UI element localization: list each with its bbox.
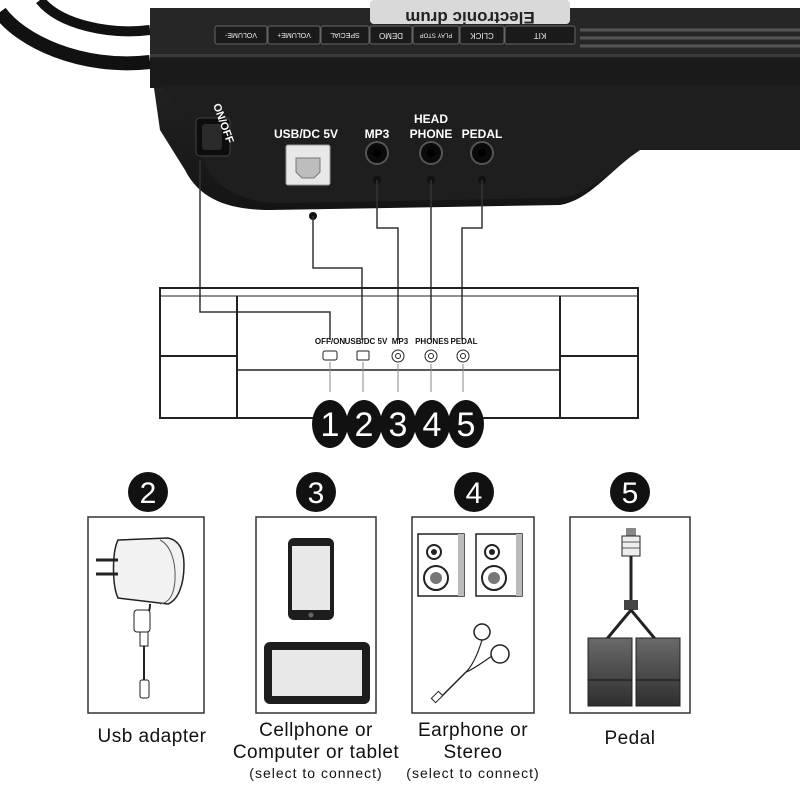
caption-line: Computer or tablet bbox=[232, 742, 400, 763]
svg-text:4: 4 bbox=[423, 406, 442, 444]
caption-pedal: Pedal bbox=[570, 728, 690, 750]
caption-line: Pedal bbox=[604, 728, 656, 749]
button-label: KIT bbox=[534, 31, 547, 40]
button-label: CLICK bbox=[470, 31, 494, 40]
headphone-port-label-line2: PHONE bbox=[410, 127, 453, 141]
accessory-badge-2: 2 bbox=[128, 472, 168, 512]
number-badge-1: 1 bbox=[312, 400, 348, 448]
caption-earphone-stereo: Earphone or Stereo (select to connect) bbox=[388, 720, 558, 782]
svg-text:2: 2 bbox=[140, 477, 157, 510]
svg-text:3: 3 bbox=[308, 477, 325, 510]
headphone-port-label-line1: HEAD bbox=[414, 112, 448, 126]
mp3-jack[interactable] bbox=[365, 141, 389, 165]
click-button[interactable]: CLICK bbox=[459, 25, 505, 45]
number-badge-2: 2 bbox=[346, 400, 382, 448]
special-button[interactable]: SPECIAL bbox=[320, 25, 370, 45]
panel-labels: OFF/ON USB/DC 5V MP3 PHONES PEDAL bbox=[315, 337, 478, 346]
svg-text:5: 5 bbox=[457, 406, 476, 444]
play-stop-button[interactable]: PLAY STOP bbox=[412, 25, 460, 45]
usb-adapter-icon bbox=[96, 537, 185, 699]
button-label: VOLUME- bbox=[224, 31, 257, 38]
number-badge-3: 3 bbox=[380, 400, 416, 448]
cellphone-icon bbox=[288, 538, 334, 620]
power-switch[interactable] bbox=[195, 117, 231, 157]
svg-text:5: 5 bbox=[622, 477, 639, 510]
number-badge-5: 5 bbox=[448, 400, 484, 448]
caption-line: Stereo bbox=[443, 742, 503, 763]
demo-button[interactable]: DEMO bbox=[369, 25, 413, 45]
caption-note: (select to connect) bbox=[406, 765, 540, 781]
svg-text:2: 2 bbox=[355, 406, 374, 444]
accessory-badge-3: 3 bbox=[296, 472, 336, 512]
kit-button[interactable]: KIT bbox=[504, 25, 576, 45]
brand-text: Electronic drum bbox=[405, 8, 534, 27]
panel-label-pedal: PEDAL bbox=[450, 337, 477, 346]
accessory-badge-4: 4 bbox=[454, 472, 494, 512]
panel-label-switch: OFF/ON bbox=[315, 337, 345, 346]
drum-device: Electronic drum VOLUME- VOLUME+ SPECIAL … bbox=[0, 0, 800, 220]
svg-text:1: 1 bbox=[321, 406, 340, 444]
caption-usb-adapter: Usb adapter bbox=[72, 726, 232, 748]
svg-text:4: 4 bbox=[466, 477, 483, 510]
speaker-right-icon bbox=[475, 533, 523, 597]
button-row: VOLUME- VOLUME+ SPECIAL DEMO PLAY STOP C… bbox=[214, 25, 576, 45]
pedal-icon bbox=[587, 528, 681, 707]
caption-line: Earphone or bbox=[417, 720, 529, 741]
usb-port[interactable] bbox=[285, 144, 331, 186]
usb-port-label: USB/DC 5V bbox=[274, 127, 338, 141]
speaker-grille bbox=[580, 28, 800, 48]
caption-note: (select to connect) bbox=[249, 765, 383, 781]
button-label: SPECIAL bbox=[330, 31, 360, 38]
number-badge-4: 4 bbox=[414, 400, 450, 448]
volume-minus-button[interactable]: VOLUME- bbox=[214, 25, 268, 45]
button-label: DEMO bbox=[379, 31, 403, 40]
panel-label-phones: PHONES bbox=[415, 337, 449, 346]
accessory-badge-5: 5 bbox=[610, 472, 650, 512]
caption-line: Usb adapter bbox=[97, 726, 207, 747]
pedal-port-label: PEDAL bbox=[462, 127, 503, 141]
button-label: PLAY STOP bbox=[420, 31, 453, 37]
headphone-jack[interactable] bbox=[419, 141, 443, 165]
connector-lines bbox=[199, 160, 483, 340]
button-label: VOLUME+ bbox=[277, 31, 311, 38]
earphone-icon bbox=[430, 623, 510, 704]
caption-line: Cellphone or bbox=[259, 720, 373, 741]
accessory-boxes bbox=[87, 516, 691, 714]
panel-switch-icon bbox=[322, 350, 338, 361]
panel-label-usb: USB/DC 5V bbox=[345, 337, 388, 346]
volume-plus-button[interactable]: VOLUME+ bbox=[267, 25, 321, 45]
tablet-icon bbox=[264, 642, 370, 704]
panel-number-badges: 1 2 3 4 5 bbox=[312, 400, 484, 448]
panel-label-mp3: MP3 bbox=[392, 337, 409, 346]
svg-text:3: 3 bbox=[389, 406, 408, 444]
speaker-left-icon bbox=[417, 533, 465, 597]
mp3-port-label: MP3 bbox=[365, 127, 390, 141]
pedal-jack[interactable] bbox=[470, 141, 494, 165]
panel-usb-icon bbox=[356, 350, 370, 361]
panel-ports bbox=[322, 349, 470, 392]
caption-cellphone-computer-tablet: Cellphone or Computer or tablet (select … bbox=[226, 720, 406, 782]
